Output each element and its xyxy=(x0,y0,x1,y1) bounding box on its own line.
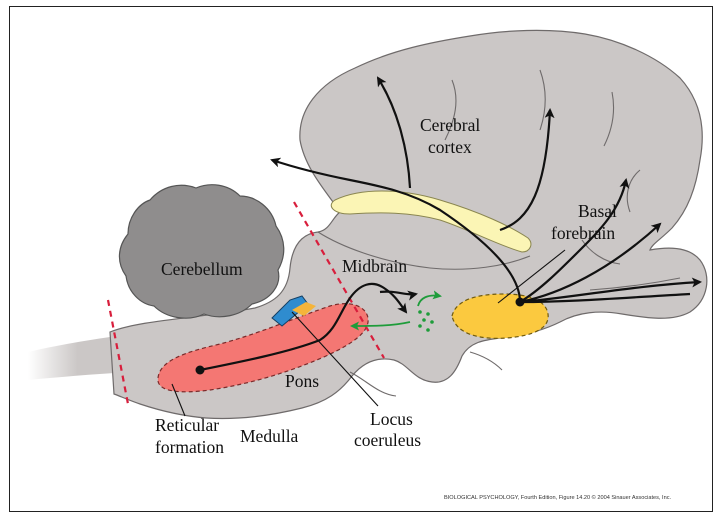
label-locus-line1: Locus xyxy=(370,409,413,429)
label-medulla: Medulla xyxy=(240,426,299,446)
label-locus-line2: coeruleus xyxy=(354,430,421,450)
label-midbrain: Midbrain xyxy=(342,256,407,276)
label-reticular-line2: formation xyxy=(155,437,224,457)
label-basal-line2: forebrain xyxy=(551,223,615,243)
reticular-origin-dot xyxy=(196,366,205,375)
label-basal-line1: Basal xyxy=(578,201,617,221)
basal-origin-dot xyxy=(516,298,525,307)
label-cerebellum: Cerebellum xyxy=(161,259,243,279)
label-cerebral-line1: Cerebral xyxy=(420,115,480,135)
cerebellum-shape xyxy=(119,185,283,318)
label-reticular-line1: Reticular xyxy=(155,415,219,435)
figure-credit: BIOLOGICAL PSYCHOLOGY, Fourth Edition, F… xyxy=(444,494,671,501)
label-cerebral-line2: cortex xyxy=(428,137,472,157)
label-pons: Pons xyxy=(285,371,319,391)
